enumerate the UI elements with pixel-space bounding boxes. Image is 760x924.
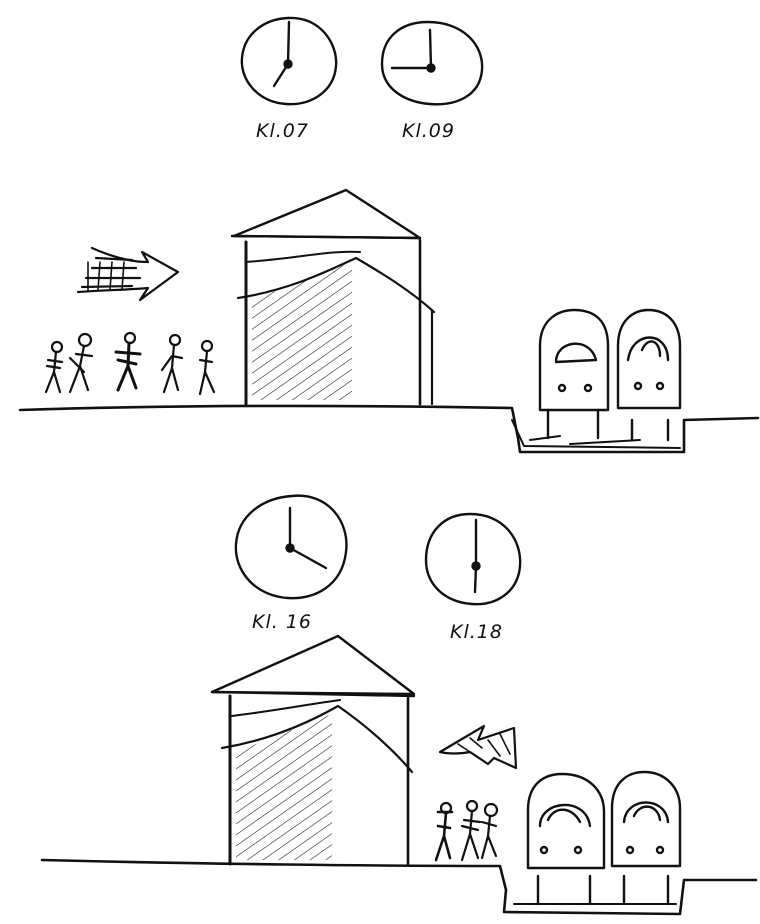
clock-icon-16 — [236, 496, 347, 599]
top-scene: Kl.07 Kl.09 — [20, 18, 758, 452]
arrow-right-icon — [78, 248, 178, 300]
clock-label-07: Kl.07 — [256, 120, 309, 142]
train-icon-bottom — [528, 772, 680, 904]
ground-hatch-top — [512, 420, 680, 448]
clock-icon-07 — [242, 18, 336, 104]
ground-line-top — [20, 406, 758, 452]
arrow-left-icon — [440, 726, 516, 768]
ground-line-bottom — [42, 860, 756, 914]
clock-icon-09 — [382, 22, 482, 104]
people-group-icon-bottom — [436, 801, 497, 860]
train-icon-top — [540, 310, 680, 440]
bottom-scene: Kl. 16 Kl.18 — [42, 496, 756, 914]
clock-label-18: Kl.18 — [450, 621, 503, 643]
house-icon-bottom — [212, 636, 414, 864]
house-icon-top — [232, 190, 434, 404]
clock-label-09: Kl.09 — [402, 120, 455, 142]
clock-icon-18 — [426, 514, 520, 604]
people-group-icon — [46, 333, 214, 394]
clock-label-16: Kl. 16 — [252, 611, 312, 633]
